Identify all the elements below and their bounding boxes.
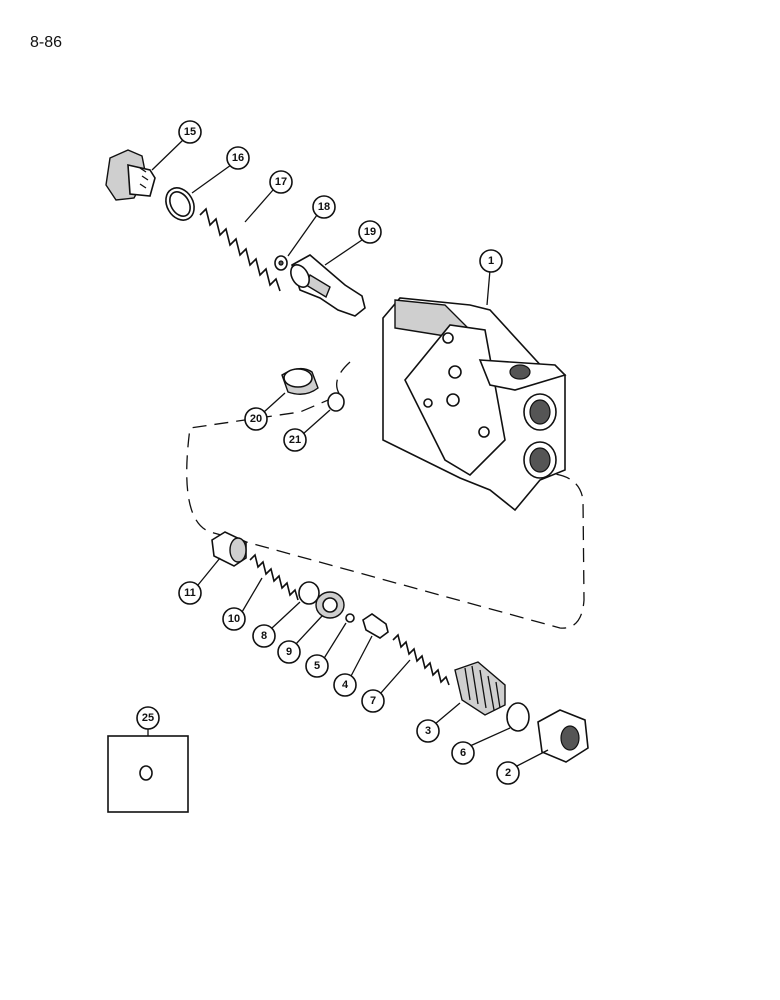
callout-21: 21 <box>283 428 307 452</box>
svg-text:9: 9 <box>286 646 292 658</box>
part-1-valve-body <box>382 297 567 512</box>
svg-text:15: 15 <box>184 126 196 138</box>
part-25-seal <box>139 765 153 781</box>
svg-text:8: 8 <box>261 630 267 642</box>
callout-9: 9 <box>277 640 301 664</box>
callout-11: 11 <box>178 581 202 605</box>
callout-18: 18 <box>312 195 336 219</box>
callout-5: 5 <box>305 654 329 678</box>
svg-text:4: 4 <box>342 679 349 691</box>
svg-text:10: 10 <box>228 613 240 625</box>
svg-text:18: 18 <box>318 201 330 213</box>
callout-6: 6 <box>451 741 475 765</box>
page-number: 8-86 <box>30 34 63 51</box>
callout-25: 25 <box>136 706 160 730</box>
svg-text:17: 17 <box>275 176 287 188</box>
part-10-spring <box>249 553 299 601</box>
svg-text:1: 1 <box>488 255 494 267</box>
part-6-o-ring <box>506 702 530 732</box>
callout-3: 3 <box>416 719 440 743</box>
part-21-o-ring <box>327 392 345 412</box>
svg-text:5: 5 <box>314 660 320 672</box>
part-11-sleeve <box>211 531 247 567</box>
svg-text:2: 2 <box>505 767 511 779</box>
svg-text:7: 7 <box>370 695 376 707</box>
part-7-spring <box>392 633 450 686</box>
part-8-o-ring <box>298 581 320 605</box>
part-20-plug <box>281 367 319 395</box>
svg-text:20: 20 <box>250 413 262 425</box>
callout-20: 20 <box>244 407 268 431</box>
svg-text:25: 25 <box>142 712 154 724</box>
callout-19: 19 <box>358 220 382 244</box>
leader-lines <box>147 139 549 768</box>
callout-16: 16 <box>226 146 250 170</box>
callout-4: 4 <box>333 673 357 697</box>
callout-7: 7 <box>361 689 385 713</box>
callout-8: 8 <box>252 624 276 648</box>
callout-10: 10 <box>222 607 246 631</box>
part-4-poppet <box>362 613 389 639</box>
assembly-dashed-outline <box>186 361 585 629</box>
svg-text:19: 19 <box>364 226 376 238</box>
part-2-nut <box>537 709 589 763</box>
callout-15: 15 <box>178 120 202 144</box>
part-9-seat <box>315 591 345 619</box>
callout-17: 17 <box>269 170 293 194</box>
part-17-spring <box>199 207 281 292</box>
svg-text:6: 6 <box>460 747 466 759</box>
svg-text:21: 21 <box>289 434 301 446</box>
callout-1: 1 <box>479 249 503 273</box>
svg-text:16: 16 <box>232 152 244 164</box>
svg-text:3: 3 <box>425 725 431 737</box>
part-5-ball <box>345 613 355 623</box>
svg-text:11: 11 <box>184 587 196 599</box>
part-15-plug <box>105 149 156 201</box>
part-19-poppet <box>290 254 366 317</box>
part-3-adjuster <box>454 661 506 716</box>
callout-2: 2 <box>496 761 520 785</box>
